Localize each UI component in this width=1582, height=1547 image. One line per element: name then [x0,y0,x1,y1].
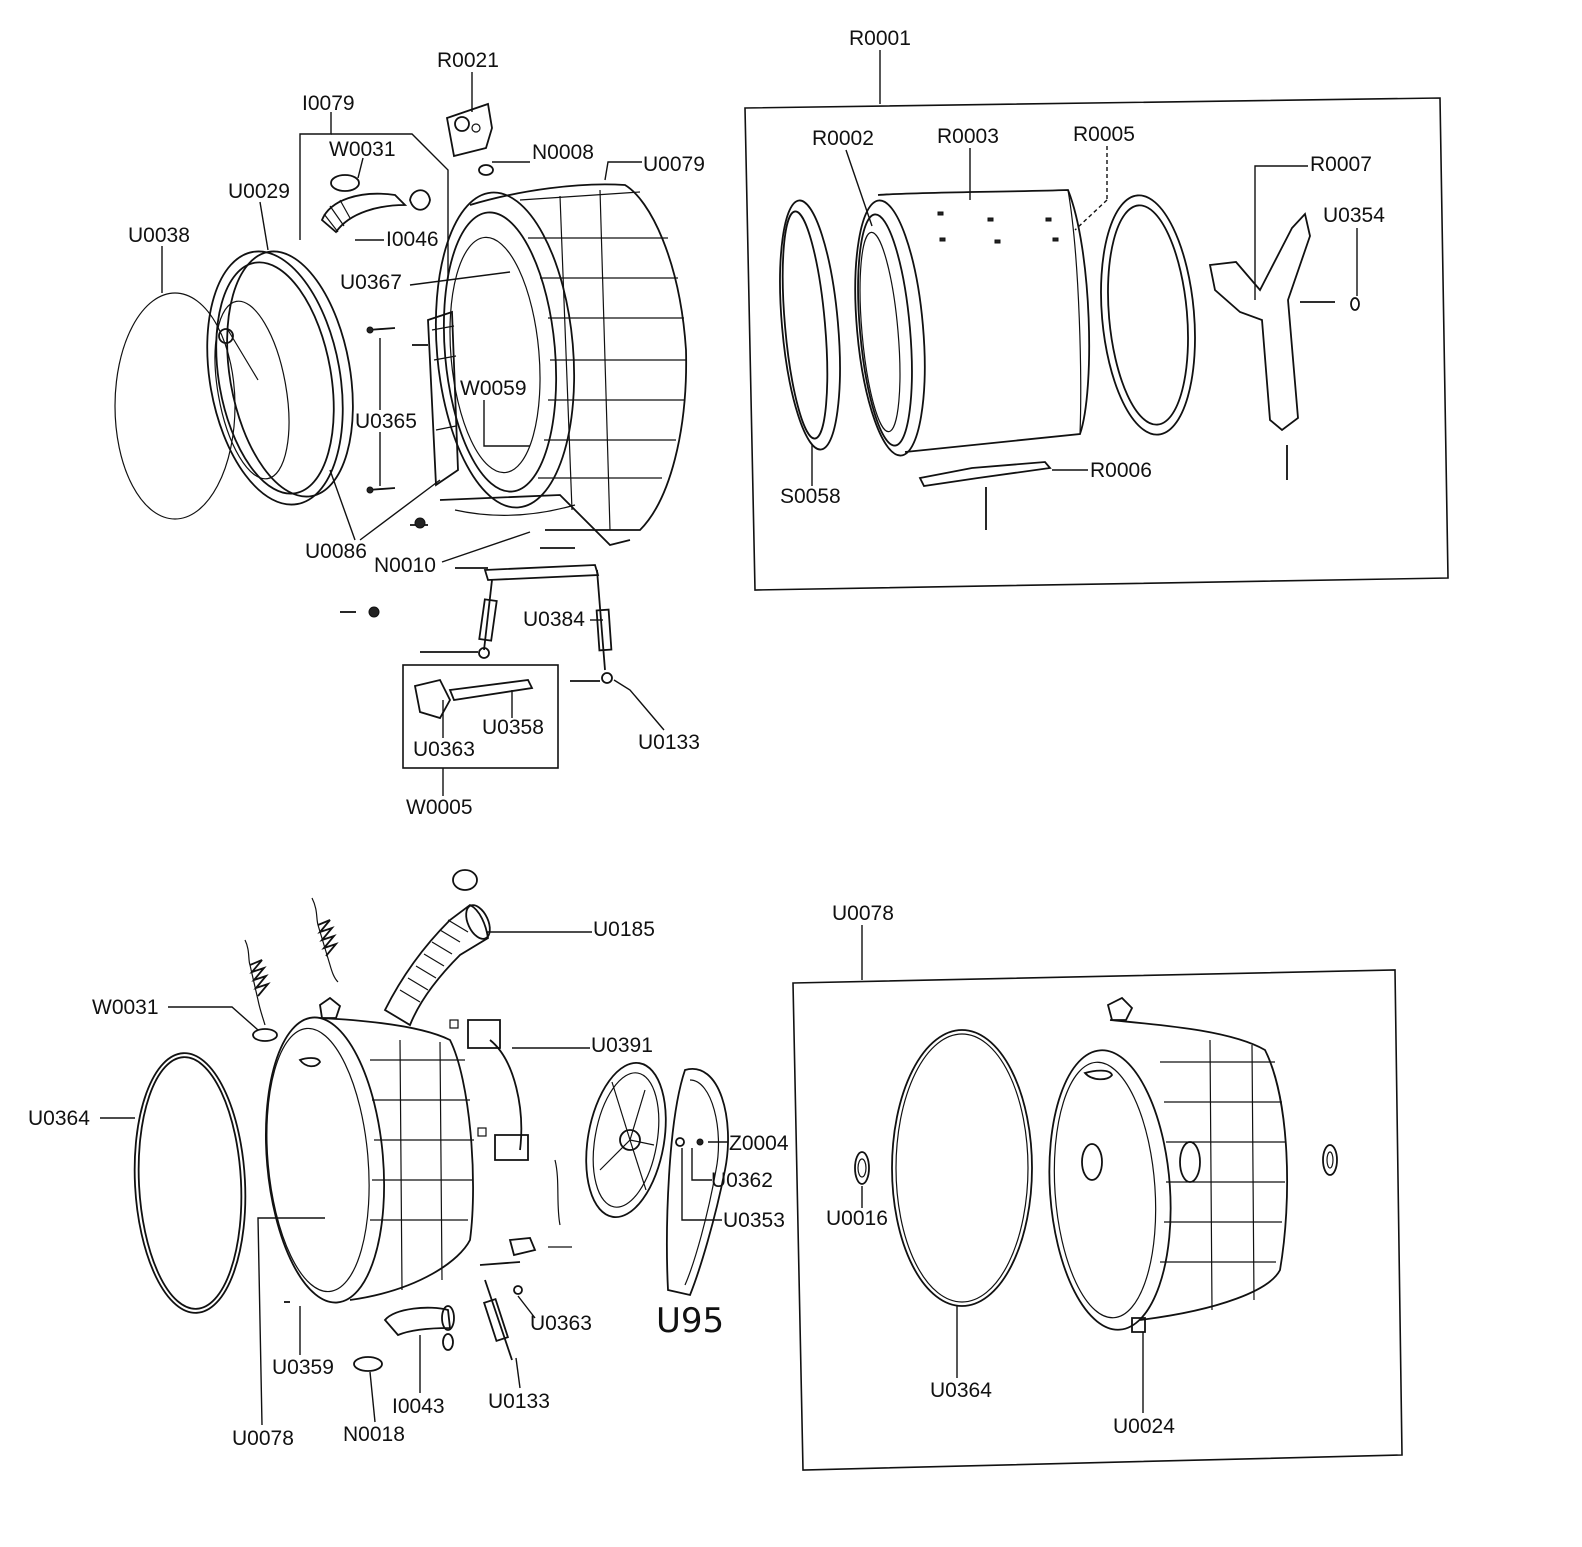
label-i0046: I0046 [386,228,439,251]
label-u0016: U0016 [826,1207,888,1230]
screws-part [340,326,428,618]
suspension-bracket-part [455,547,600,581]
label-u0367: U0367 [340,271,402,294]
label-u0391: U0391 [591,1034,653,1057]
drain-pump-part [284,1159,572,1372]
label-w0059: W0059 [460,377,527,400]
rear-tub-part [264,996,474,1304]
leader-lines [100,50,1358,1426]
tub-gasket-ring-part [891,1029,1033,1307]
part-labels: R0021 R0001 I0079 W0031 N0008 U0079 U002… [28,27,1385,1450]
label-u0185: U0185 [593,918,655,941]
label-n0008: N0008 [532,141,594,164]
drum-lifter-part [918,461,1052,530]
label-u0078-box: U0078 [832,902,894,925]
label-u0364-left: U0364 [28,1107,90,1130]
label-z0004: Z0004 [729,1132,789,1155]
label-w0031-bottom: W0031 [92,996,159,1019]
label-u0078-left: U0078 [232,1427,294,1450]
label-r0002: R0002 [812,127,874,150]
w0005-kit-box [402,664,559,769]
label-r0006: R0006 [1090,459,1152,482]
label-u0362: U0362 [711,1169,773,1192]
label-u0354: U0354 [1323,204,1385,227]
label-u0363-top: U0363 [413,738,475,761]
clamp-part [252,869,478,1042]
drum-assembly-box [744,97,1449,591]
drum-front-rim-part [854,199,926,457]
label-s0058: S0058 [780,485,841,508]
nut-part [478,164,494,176]
label-u0365: U0365 [355,410,417,433]
tub-rear-part [1048,996,1289,1333]
label-n0010: N0010 [374,554,436,577]
label-r0005: R0005 [1073,123,1135,146]
label-u0384: U0384 [523,608,585,631]
label-u0133-top: U0133 [638,731,700,754]
bracket-part [427,310,459,487]
drum-body-part [877,189,1091,453]
tub-bearing-part [1322,1144,1338,1176]
label-u95-handwritten: U95 [656,1301,724,1341]
drum-light-part [445,102,493,158]
label-n0018: N0018 [343,1423,405,1446]
label-r0003: R0003 [937,125,999,148]
label-r0021: R0021 [437,49,499,72]
drum-rear-ring-part [1100,194,1196,436]
counterweight-part [449,1019,529,1161]
front-ring-part [206,250,354,506]
label-u0038: U0038 [128,224,190,247]
label-w0005: W0005 [406,796,473,819]
front-tub-part [434,183,688,546]
label-u0133-bottom: U0133 [488,1390,550,1413]
label-u0029: U0029 [228,180,290,203]
label-u0358: U0358 [482,716,544,739]
label-u0353: U0353 [723,1209,785,1232]
bearing-seal-part [854,1151,870,1185]
label-u0079: U0079 [643,153,705,176]
label-r0001: R0001 [849,27,911,50]
label-u0363-bottom: U0363 [530,1312,592,1335]
label-w0031-top: W0031 [329,138,396,161]
pulley-part [585,1062,667,1218]
label-i0079: I0079 [302,92,355,115]
drum-gasket-part [779,199,841,451]
belt-part [666,1068,729,1297]
label-u0024: U0024 [1113,1415,1175,1438]
label-u0086: U0086 [305,540,367,563]
bellows-hose-part [383,903,491,1027]
label-r0007: R0007 [1310,153,1372,176]
spring-part [244,897,339,1026]
label-u0364-right: U0364 [930,1379,992,1402]
u0078-tub-assembly-box [792,969,1403,1471]
spider-flange-part [1208,212,1360,480]
weight-kit-part [413,678,534,720]
label-u0359: U0359 [272,1356,334,1379]
label-i0043: I0043 [392,1395,445,1418]
rear-gasket-ring-part [133,1052,247,1314]
hose-clamp-part [320,174,431,234]
